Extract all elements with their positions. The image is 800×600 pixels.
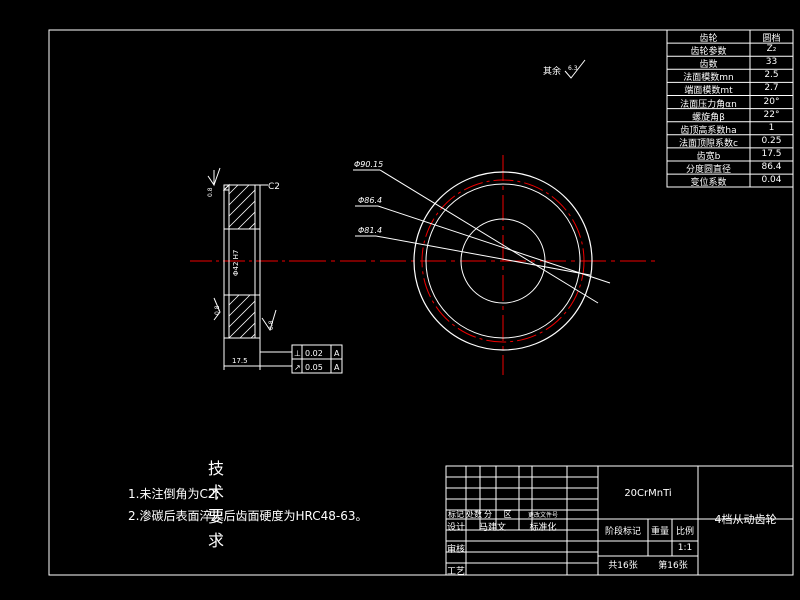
tb-material: 20CrMnTi [624, 488, 672, 499]
param-row-value: 1 [768, 122, 775, 133]
bore-dimension: Φ42 H7 [232, 250, 240, 276]
param-row-name: 齿数 [699, 60, 718, 71]
tol2-datum: A [334, 363, 340, 372]
param-row-value: 0.04 [761, 175, 782, 186]
tb-revision-mark: 标记 [448, 510, 464, 519]
tb-weight-label: 重量 [650, 527, 669, 537]
tb-process-label: 工艺 [446, 567, 465, 577]
param-row-name: 法面模数mn [683, 73, 734, 84]
tb-revision-count: 处数 [466, 510, 482, 519]
roughness-note-value: 6.3 [568, 65, 578, 72]
dia-tip-label: Φ90.15 [354, 160, 383, 169]
param-row-value: 0.25 [761, 135, 782, 146]
tb-standard-label: 标准化 [529, 523, 557, 533]
param-row-value: 22° [763, 109, 780, 120]
param-row-value: 2.5 [764, 70, 779, 81]
root-circle [425, 183, 581, 339]
param-row-name: 齿顶高系数ha [680, 125, 737, 136]
param-row-name: 变位系数 [690, 178, 727, 189]
ra-mark-bottom [213, 297, 221, 321]
ra-bottom-value: 0.8 [214, 305, 221, 315]
width-dimension: 17.5 [232, 357, 248, 365]
ra-top-value: 0.8 [207, 187, 214, 197]
tech-req-item-2: 2.渗碳后表面淬火后齿面硬度为HRC48-63。 [128, 509, 368, 523]
param-header-value: 圆档 [762, 34, 781, 44]
param-row-name: 齿轮参数 [690, 47, 727, 58]
pitch-circle [421, 179, 585, 343]
drawing-border [48, 29, 794, 576]
hatch-bottom [228, 294, 256, 339]
ra-mark-right [261, 309, 277, 332]
dia-root-label: Φ81.4 [358, 226, 382, 235]
tb-revision-part: 分 [484, 510, 492, 519]
surface-roughness-note: 其余 6.3 [543, 59, 586, 79]
tol2-value: 0.05 [305, 363, 323, 372]
roughness-note-label: 其余 [543, 65, 561, 77]
tb-scale-label: 比例 [675, 527, 694, 537]
tb-part-name: 4档从动齿轮 [714, 513, 777, 526]
tol1-datum: A [334, 349, 340, 358]
chamfer-label: C2 [268, 182, 280, 192]
tech-req-item-1: 1.未注倒角为C2; [128, 487, 220, 501]
tb-stage-label: 阶段标记 [604, 527, 641, 537]
dia-pitch-label: Φ86.4 [358, 196, 382, 205]
param-row-value: 86.4 [761, 162, 782, 172]
param-row-name: 法面顶隙系数c [679, 138, 738, 149]
tol1-value: 0.02 [305, 349, 323, 358]
ra-right-value: 0.8 [268, 320, 275, 330]
tb-sheets: 共16张 [608, 561, 638, 571]
tb-designer: 马建文 [478, 523, 506, 533]
param-row-value: Z₂ [766, 44, 777, 55]
hatch-top [228, 184, 256, 230]
ra-mark-top [207, 167, 221, 187]
tb-design-label: 设计 [446, 523, 465, 533]
tb-sheet-no: 第16张 [658, 561, 688, 571]
tip-circle [413, 171, 593, 351]
param-row-name: 齿宽b [696, 151, 721, 162]
tb-scale: 1:1 [677, 543, 693, 553]
param-row-name: 法面压力角αn [680, 99, 737, 110]
title-block [445, 465, 794, 576]
tb-check-label: 审核 [446, 545, 465, 555]
chamfer-top-left [222, 183, 230, 191]
tol2-symbol: ↗ [294, 363, 301, 372]
param-row-value: 20° [763, 96, 780, 107]
param-row-name: 分度圆直径 [685, 165, 731, 175]
tb-revision-doc: 更改文件号 [527, 512, 558, 519]
param-row-value: 17.5 [761, 148, 782, 159]
tech-req-title: 技术要求 [208, 459, 225, 550]
tb-revision-zone: 区 [503, 510, 512, 519]
section-view: 17.5 Φ42 H7 C2 0.8 0.8 0.8 [190, 167, 310, 370]
tol1-symbol: ⊥ [294, 349, 301, 358]
param-row-value: 2.7 [764, 83, 779, 94]
tolerance-frames: ⊥ 0.02 A ↗ 0.05 A [291, 344, 343, 374]
param-row-value: 33 [765, 57, 778, 68]
roughness-symbol [564, 59, 586, 79]
param-row-name: 端面模数mt [684, 86, 733, 97]
param-header-name: 齿轮 [699, 34, 718, 44]
front-view: Φ90.15 Φ86.4 Φ81.4 [300, 155, 660, 375]
param-row-name: 螺旋角β [692, 112, 725, 123]
